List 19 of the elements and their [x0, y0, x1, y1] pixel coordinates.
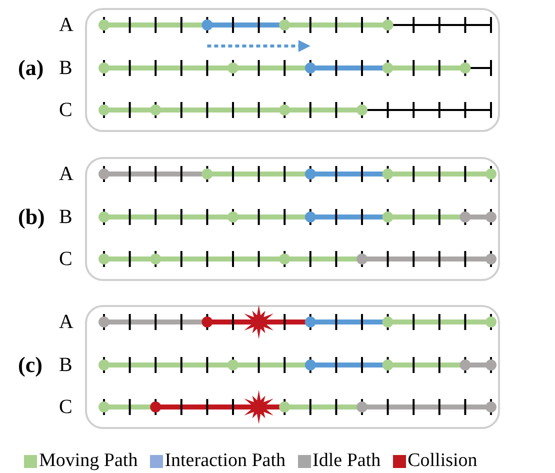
panel-heading: (b) [18, 204, 45, 230]
panel-heading: (c) [18, 352, 42, 378]
panel-heading: (a) [18, 55, 44, 81]
row-label: C [59, 396, 72, 418]
row-label: B [59, 354, 72, 376]
row-label: C [59, 248, 72, 270]
row-label: B [59, 57, 72, 79]
legend-label: Moving Path [39, 451, 138, 471]
row-label: A [59, 14, 74, 36]
row-label: A [59, 163, 74, 185]
panel [18, 8, 502, 132]
legend-label: Interaction Path [164, 451, 286, 471]
row-label: C [59, 99, 72, 121]
legend-label: Idle Path [312, 451, 381, 471]
row-label: B [59, 206, 72, 228]
panel [18, 157, 502, 281]
panel [18, 305, 502, 429]
row-label: A [59, 311, 74, 333]
legend-label: Collision [408, 451, 478, 471]
